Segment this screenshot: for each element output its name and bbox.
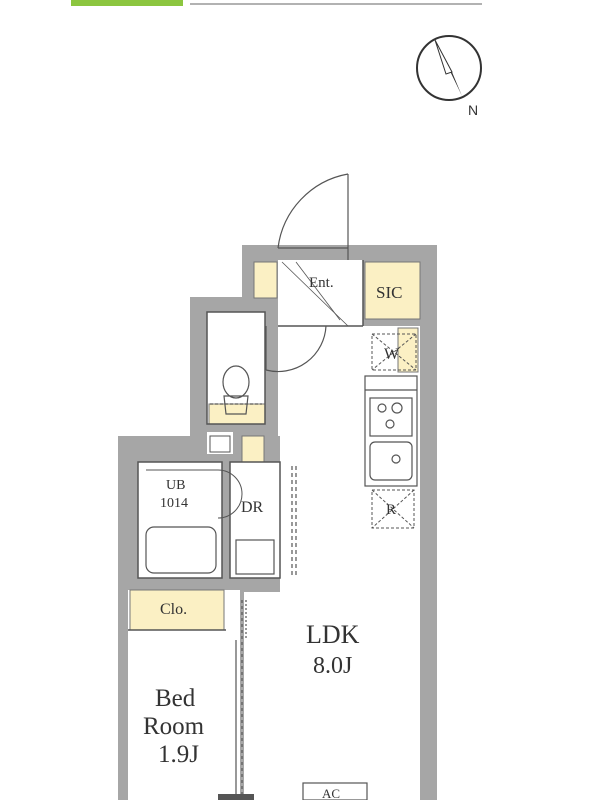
shoe-cabinet <box>253 261 278 299</box>
linen-shelf <box>241 435 265 463</box>
label-bed-size: 1.9J <box>158 741 199 768</box>
header-accent-bar <box>71 0 183 6</box>
appliance-spaces <box>371 333 417 529</box>
washer-space <box>397 327 419 373</box>
toilet-fixture <box>210 365 262 415</box>
kitchen-counter <box>364 375 418 487</box>
partitions <box>128 260 364 631</box>
hall-door <box>265 325 327 373</box>
compass-north-label: N <box>468 102 478 118</box>
label-ldk-name: LDK <box>306 620 360 649</box>
entrance-door <box>277 173 349 327</box>
label-washer: W <box>384 346 400 363</box>
dressing-fixture <box>235 466 297 578</box>
label-bath-1: UB <box>166 478 185 493</box>
label-aircon: AC <box>322 786 340 800</box>
aircon-unit <box>302 782 368 800</box>
bedroom-sliding-doors <box>235 600 247 800</box>
label-closet: Clo. <box>160 601 187 618</box>
label-dressing: DR <box>241 499 264 516</box>
bottom-window <box>218 794 254 800</box>
label-bed-1: Bed <box>155 685 196 712</box>
compass-icon: N <box>416 35 482 118</box>
storage-closet <box>364 261 421 320</box>
bathtub-fixture <box>145 469 243 574</box>
toilet-niche <box>209 435 231 453</box>
label-ldk-size: 8.0J <box>313 653 352 679</box>
label-fridge: R <box>386 502 396 518</box>
label-entrance: Ent. <box>309 275 334 291</box>
label-bed-2: Room <box>143 713 205 740</box>
label-storage: SIC <box>376 283 402 302</box>
label-bath-2: 1014 <box>160 496 188 511</box>
